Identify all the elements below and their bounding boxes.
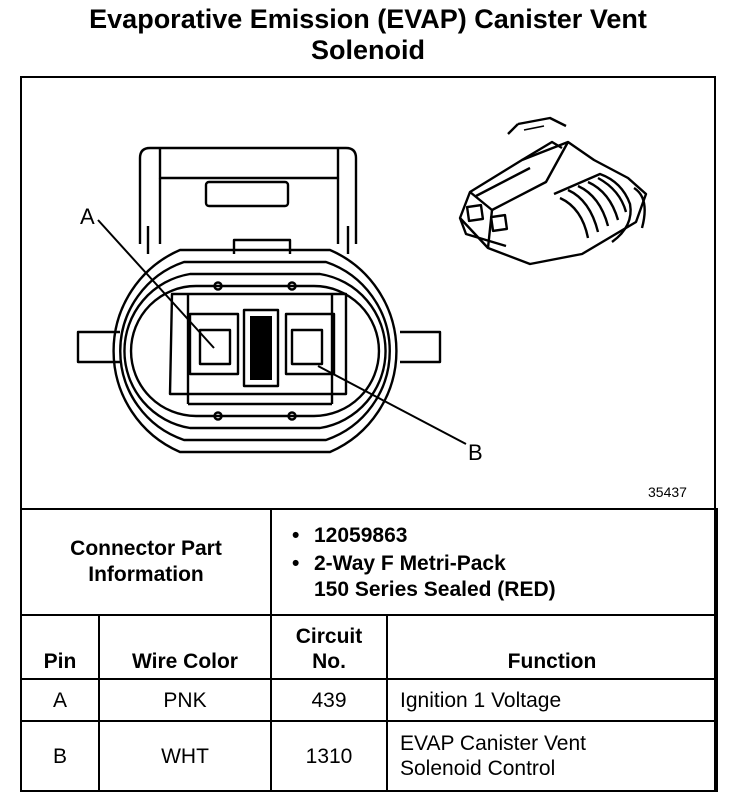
row-a-pin: A: [20, 678, 100, 722]
connector-right-ear: [400, 330, 442, 364]
connector-key-slot: [242, 308, 280, 388]
connector-latch-housing: [138, 146, 358, 244]
pin-b-terminal: [290, 328, 324, 366]
table-row: B WHT 1310 EVAP Canister Vent Solenoid C…: [20, 720, 718, 792]
table-header-row: Pin Wire Color Circuit No. Function: [20, 614, 718, 680]
connector-info-table: Connector Part Information 12059863 2-Wa…: [20, 508, 718, 792]
connector-isometric-view: [458, 116, 648, 266]
row-b-wire-color: WHT: [98, 720, 272, 792]
leader-line-a: [97, 219, 215, 349]
connector-part-series: 150 Series Sealed (RED): [314, 578, 556, 601]
connector-body-ring-3: [123, 272, 387, 430]
row-b-circuit: 1310: [270, 720, 388, 792]
connector-part-label: Connector Part Information: [20, 508, 272, 616]
label-pin-a: A: [80, 204, 95, 229]
header-wire-color: Wire Color: [98, 614, 272, 680]
title-line-2: Solenoid: [311, 35, 425, 65]
row-b-pin: B: [20, 720, 100, 792]
row-a-wire-color: PNK: [98, 678, 272, 722]
connector-part-label-line-2: Information: [88, 563, 204, 586]
connector-body-ring-2: [119, 260, 391, 442]
page-title: Evaporative Emission (EVAP) Canister Ven…: [0, 4, 736, 66]
connector-body-outer: [112, 248, 398, 454]
connector-left-ear: [76, 330, 120, 364]
header-circuit-line-2: No.: [312, 650, 346, 673]
header-circuit-no: Circuit No.: [270, 614, 388, 680]
connector-inner-face: [168, 292, 348, 396]
connector-seal-ring: [129, 284, 381, 418]
connector-diagram: A B: [76, 116, 648, 465]
row-a-function: Ignition 1 Voltage: [386, 678, 718, 722]
row-b-function: EVAP Canister Vent Solenoid Control: [386, 720, 718, 792]
header-circuit-line-1: Circuit: [295, 625, 363, 648]
connector-part-list: 12059863 2-Way F Metri-Pack 150 Series S…: [270, 508, 718, 616]
title-line-1: Evaporative Emission (EVAP) Canister Ven…: [89, 4, 647, 34]
connector-part-type: 2-Way F Metri-Pack: [292, 551, 716, 577]
label-pin-b: B: [468, 440, 483, 465]
pin-a-terminal: [198, 328, 232, 366]
leader-line-b: [317, 365, 467, 445]
pin-a-cavity: [188, 312, 240, 376]
connector-part-label-line-1: Connector Part: [70, 537, 222, 560]
row-b-function-line-1: EVAP Canister Vent: [400, 732, 586, 755]
header-function: Function: [386, 614, 718, 680]
connector-center-tab: [232, 238, 292, 254]
row-a-circuit: 439: [270, 678, 388, 722]
connector-part-number: 12059863: [292, 523, 716, 549]
connector-latch-top: [158, 148, 340, 180]
table-row: A PNK 439 Ignition 1 Voltage: [20, 678, 718, 722]
diagram-frame: [20, 76, 716, 792]
pin-b-cavity: [284, 312, 336, 376]
row-b-function-line-2: Solenoid Control: [400, 757, 556, 780]
drawing-number: 35437: [648, 484, 687, 500]
header-pin: Pin: [20, 614, 100, 680]
connector-latch-window: [204, 180, 290, 208]
connector-part-row: Connector Part Information 12059863 2-Wa…: [20, 508, 718, 616]
